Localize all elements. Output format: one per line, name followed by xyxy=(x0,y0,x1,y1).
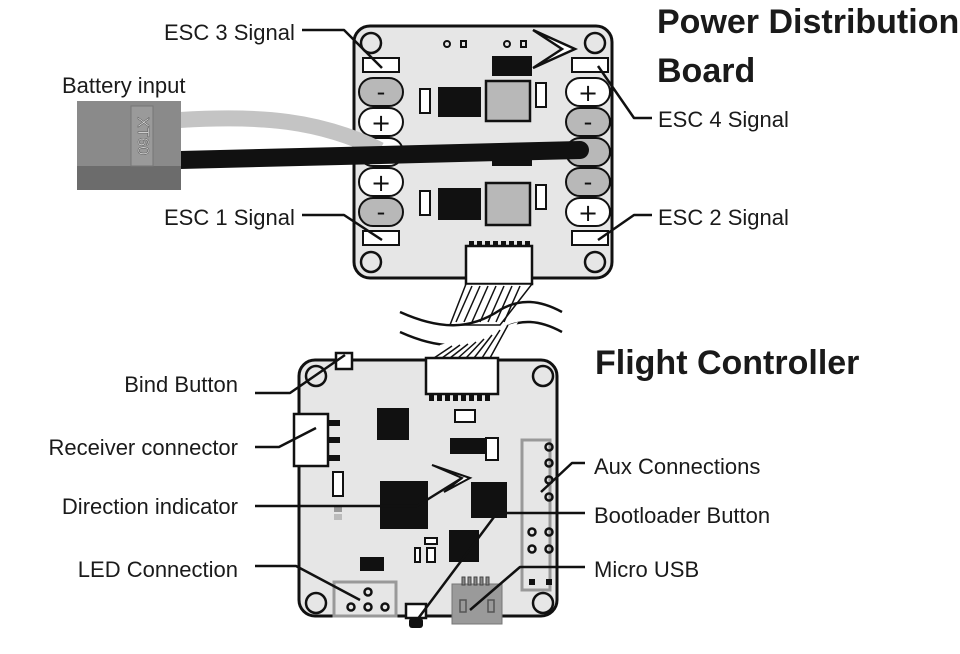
aux-leader-line xyxy=(540,461,585,493)
ribbon-cable xyxy=(399,283,563,360)
esc4-leader-line xyxy=(596,65,652,120)
fc-title: Flight Controller xyxy=(595,344,859,382)
pdb-title-line1: Power Distribution xyxy=(657,3,959,41)
esc2-signal-pad xyxy=(571,230,609,246)
receiver-connector-label: Receiver connector xyxy=(48,435,238,460)
pad-sign: + xyxy=(371,169,391,197)
battery-input-label: Battery input xyxy=(62,73,186,98)
micro-usb-port xyxy=(451,576,503,625)
xt60-label: XT60 xyxy=(134,117,151,155)
pad-sign: - xyxy=(584,168,593,196)
aux-connections-header xyxy=(520,438,554,592)
positive-pad xyxy=(565,77,611,107)
positive-pad xyxy=(358,107,404,137)
esc1-leader-line xyxy=(302,213,383,242)
direction-indicator-label: Direction indicator xyxy=(62,494,238,519)
bind-leader-line xyxy=(255,353,346,395)
pad-sign: + xyxy=(371,109,391,137)
esc3-signal-pad xyxy=(362,57,400,73)
micro-usb-label: Micro USB xyxy=(594,557,699,582)
left-power-pads: - + + - xyxy=(358,77,404,227)
negative-pad xyxy=(565,167,611,197)
pad-sign: - xyxy=(377,78,386,106)
pad-sign: - xyxy=(584,108,593,136)
positive-pad xyxy=(358,167,404,197)
bind-button-label: Bind Button xyxy=(124,372,238,397)
esc4-signal-pad xyxy=(571,57,609,73)
negative-pad xyxy=(358,197,404,227)
pad-sign: + xyxy=(578,199,598,227)
receiver-leader-line xyxy=(255,426,317,449)
black-wire xyxy=(171,141,589,169)
mounting-hole xyxy=(359,250,383,274)
esc3-label: ESC 3 Signal xyxy=(164,20,295,45)
aux-connections-label: Aux Connections xyxy=(594,454,760,479)
led-leader-line xyxy=(255,564,361,602)
direction-leader-line xyxy=(255,476,463,508)
mounting-hole xyxy=(304,591,328,615)
esc4-label: ESC 4 Signal xyxy=(658,107,789,132)
esc3-leader-line xyxy=(302,28,383,69)
positive-pad xyxy=(565,197,611,227)
direction-arrow-icon xyxy=(532,28,579,70)
negative-pad xyxy=(358,77,404,107)
pad-sign: - xyxy=(377,198,386,226)
pdb-title-line2: Board xyxy=(657,52,755,90)
battery-input-cable: XT60 xyxy=(77,101,589,190)
usb-leader-line xyxy=(469,565,585,611)
mounting-hole xyxy=(531,364,555,388)
esc2-leader-line xyxy=(597,213,652,242)
mounting-hole xyxy=(359,31,383,55)
receiver-connector xyxy=(292,412,340,468)
led-connection-label: LED Connection xyxy=(78,557,238,582)
pad-sign: + xyxy=(578,79,598,107)
mounting-hole xyxy=(583,250,607,274)
right-power-pads: + - - + xyxy=(565,77,611,227)
mounting-hole xyxy=(531,591,555,615)
led-connection-header xyxy=(332,580,398,618)
pdb-ribbon-connector xyxy=(464,241,534,286)
bootloader-leader-line xyxy=(412,511,585,625)
esc1-label: ESC 1 Signal xyxy=(164,205,295,230)
mounting-hole xyxy=(583,31,607,55)
direction-indicator-arrow-icon xyxy=(431,464,473,493)
red-wire xyxy=(179,110,384,158)
negative-pad xyxy=(565,107,611,137)
xt60-connector xyxy=(77,101,181,166)
bootloader-button-label: Bootloader Button xyxy=(594,503,770,528)
esc2-label: ESC 2 Signal xyxy=(658,205,789,230)
fc-ribbon-connector xyxy=(424,356,500,396)
